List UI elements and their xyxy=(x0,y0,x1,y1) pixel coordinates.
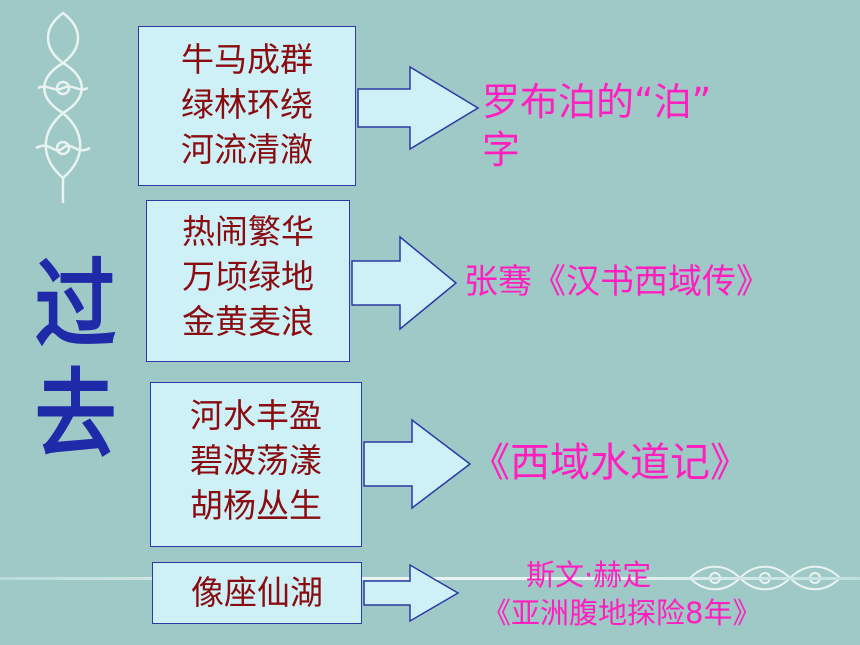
title-char-1: 过 xyxy=(34,249,117,361)
right-arrow-icon xyxy=(351,235,458,331)
box-line: 河水丰盈 xyxy=(190,396,322,435)
description-box-3: 河水丰盈 碧波荡漾 胡杨丛生 xyxy=(150,382,362,547)
description-box-2: 热闹繁华 万顷绿地 金黄麦浪 xyxy=(146,200,350,362)
reference-4: 斯文·赫定 《亚洲腹地探险8年》 xyxy=(482,556,761,632)
reference-line: 《西域水道记》 xyxy=(470,440,750,486)
reference-line: 罗布泊的“泊” xyxy=(482,80,712,124)
reference-2: 张骞《汉书西域传》 xyxy=(464,260,770,304)
ornament-left-decoration xyxy=(35,11,91,203)
reference-line: 张骞《汉书西域传》 xyxy=(464,262,770,302)
reference-1: 罗布泊的“泊” 字 xyxy=(482,78,711,174)
right-arrow-icon xyxy=(357,65,480,151)
reference-3: 《西域水道记》 xyxy=(470,438,750,488)
box-line: 河流清澈 xyxy=(181,130,313,169)
box-line: 碧波荡漾 xyxy=(190,441,322,480)
box-line: 像座仙湖 xyxy=(191,573,323,612)
box-line: 胡杨丛生 xyxy=(190,486,322,525)
vertical-title: 过 去 xyxy=(28,250,118,490)
right-arrow-icon xyxy=(363,563,460,623)
box-line: 金黄麦浪 xyxy=(182,302,314,341)
reference-line: 字 xyxy=(482,128,521,172)
box-line: 牛马成群 xyxy=(181,40,313,79)
box-line: 绿林环绕 xyxy=(181,85,313,124)
reference-line: 斯文·赫定 xyxy=(526,558,652,592)
right-arrow-icon xyxy=(363,418,472,510)
description-box-4: 像座仙湖 xyxy=(152,562,362,624)
description-box-1: 牛马成群 绿林环绕 河流清澈 xyxy=(138,26,356,186)
box-line: 热闹繁华 xyxy=(182,212,314,251)
title-char-2: 去 xyxy=(34,359,117,471)
box-line: 万顷绿地 xyxy=(182,257,314,296)
reference-line: 《亚洲腹地探险8年》 xyxy=(482,596,762,630)
